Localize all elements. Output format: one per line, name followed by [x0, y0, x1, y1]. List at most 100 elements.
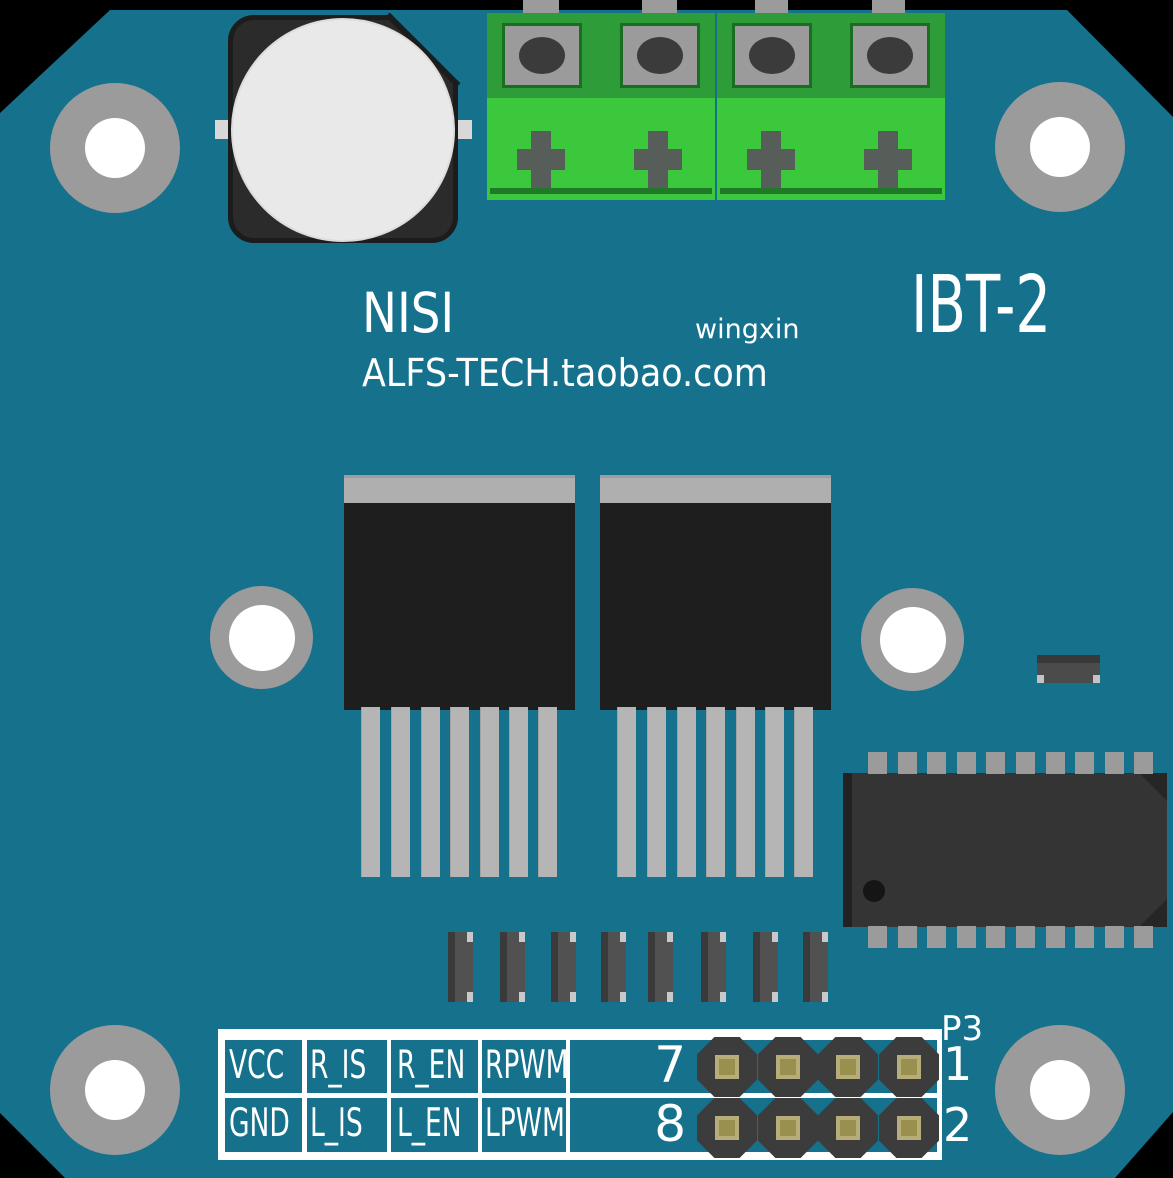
- pin-table-cell-l-en: L_EN: [391, 1098, 478, 1152]
- pin-table-cell-lpwm: LPWM: [482, 1098, 566, 1152]
- pin-label: VCC: [229, 1043, 285, 1088]
- mounting-hole-bore: [85, 118, 145, 178]
- transistor-leg: [480, 707, 499, 877]
- ic-pin: [1134, 926, 1153, 948]
- smd-resistor: [648, 932, 673, 1002]
- ic-pin: [957, 752, 976, 774]
- transistor-leg: [617, 707, 636, 877]
- silkscreen-brand: NISI: [362, 281, 455, 345]
- ic-pin1-dot: [863, 880, 885, 902]
- mounting-hole-mid-right: [861, 588, 964, 691]
- pin-label: L_EN: [397, 1101, 462, 1146]
- transistor-leg: [361, 707, 380, 877]
- ic-pin: [927, 926, 946, 948]
- ic-pin: [1016, 926, 1035, 948]
- pin-table-cell-r-en: R_EN: [391, 1040, 478, 1093]
- terminal-screw-slot-plus: [634, 131, 682, 188]
- transistor-leg: [391, 707, 410, 877]
- terminal-screw: [620, 23, 700, 88]
- screw-terminal-block-left: [487, 13, 715, 200]
- terminal-screw: [850, 23, 930, 88]
- header-pin: [818, 1037, 878, 1097]
- transistor-leg: [736, 707, 755, 877]
- mosfet-body: [344, 503, 575, 710]
- ic-bevel: [1139, 773, 1167, 801]
- power-mosfet-right: [600, 475, 831, 877]
- transistor-leg: [421, 707, 440, 877]
- mounting-hole-bore: [1030, 117, 1090, 177]
- terminal-screw-slot-plus: [864, 131, 912, 188]
- transistor-leg: [509, 707, 528, 877]
- capacitor-top-vent: [231, 18, 455, 242]
- smd-resistor: [803, 932, 828, 1002]
- screw-terminal-block-right: [717, 13, 945, 200]
- silkscreen-model: IBT-2: [911, 259, 1052, 351]
- terminal-front-groove: [720, 188, 942, 194]
- heatsink-tab: [344, 475, 575, 503]
- ic-pin: [1016, 752, 1035, 774]
- pin-label: R_EN: [397, 1043, 466, 1088]
- terminal-screw: [732, 23, 812, 88]
- pin-row-number-1: 1: [943, 1037, 973, 1091]
- pin-table-cell-r-is: R_IS: [307, 1040, 387, 1093]
- ic-pin: [1075, 926, 1094, 948]
- ic-pin: [1105, 752, 1124, 774]
- pin-table-cell-gnd: GND: [225, 1098, 302, 1152]
- pin-label: L_IS: [310, 1101, 363, 1146]
- smd-resistor-small: [1037, 655, 1100, 683]
- silkscreen-store: wingxin: [695, 314, 800, 345]
- pin-table-cell-l-is: L_IS: [307, 1098, 387, 1152]
- ic-pin: [868, 752, 887, 774]
- ic-pin: [1075, 752, 1094, 774]
- pin-label: LPWM: [485, 1101, 565, 1146]
- terminal-screw: [502, 23, 582, 88]
- driver-ic: [843, 752, 1167, 948]
- mounting-hole-bore: [879, 606, 946, 673]
- screw-head: [867, 37, 913, 74]
- terminal-screw-slot-plus: [747, 131, 795, 188]
- heatsink-tab: [600, 475, 831, 503]
- ic-pin: [986, 926, 1005, 948]
- mounting-hole-mid-left: [210, 586, 313, 689]
- mosfet-legs: [600, 475, 831, 877]
- header-pin: [879, 1098, 939, 1158]
- header-pin: [758, 1098, 818, 1158]
- ic-pin: [898, 926, 917, 948]
- header-pin: [697, 1037, 757, 1097]
- screw-head: [519, 37, 565, 74]
- mosfet-legs: [344, 475, 575, 877]
- pin-label: GND: [229, 1101, 290, 1146]
- screw-head: [749, 37, 795, 74]
- ic-pin: [868, 926, 887, 948]
- smd-resistor: [753, 932, 778, 1002]
- mounting-hole-bore: [85, 1060, 145, 1120]
- transistor-leg: [647, 707, 666, 877]
- capacitor-lead-left: [215, 120, 231, 139]
- header-pin: [758, 1037, 818, 1097]
- smd-resistor: [551, 932, 576, 1002]
- silkscreen-website: ALFS-TECH.taobao.com: [362, 351, 768, 395]
- ic-pin: [927, 752, 946, 774]
- mounting-hole-bore: [1030, 1060, 1090, 1120]
- smd-resistor: [601, 932, 626, 1002]
- ic-pin: [898, 752, 917, 774]
- pin-table-cell-vcc: VCC: [225, 1040, 302, 1093]
- smd-resistor: [448, 932, 473, 1002]
- power-mosfet-left: [344, 475, 575, 877]
- transistor-leg: [706, 707, 725, 877]
- mounting-hole-bottom-left: [50, 1025, 180, 1155]
- header-pin: [697, 1098, 757, 1158]
- pin-label: RPWM: [485, 1043, 569, 1088]
- pin-label: R_IS: [310, 1043, 367, 1088]
- header-pin: [879, 1037, 939, 1097]
- terminal-front-groove: [490, 188, 712, 194]
- ic-body: [843, 773, 1167, 927]
- transistor-leg: [794, 707, 813, 877]
- mounting-hole-top-right: [995, 82, 1125, 212]
- pin-row-number-2: 2: [943, 1098, 973, 1152]
- smd-resistor: [500, 932, 525, 1002]
- ic-pin: [1105, 926, 1124, 948]
- transistor-leg: [677, 707, 696, 877]
